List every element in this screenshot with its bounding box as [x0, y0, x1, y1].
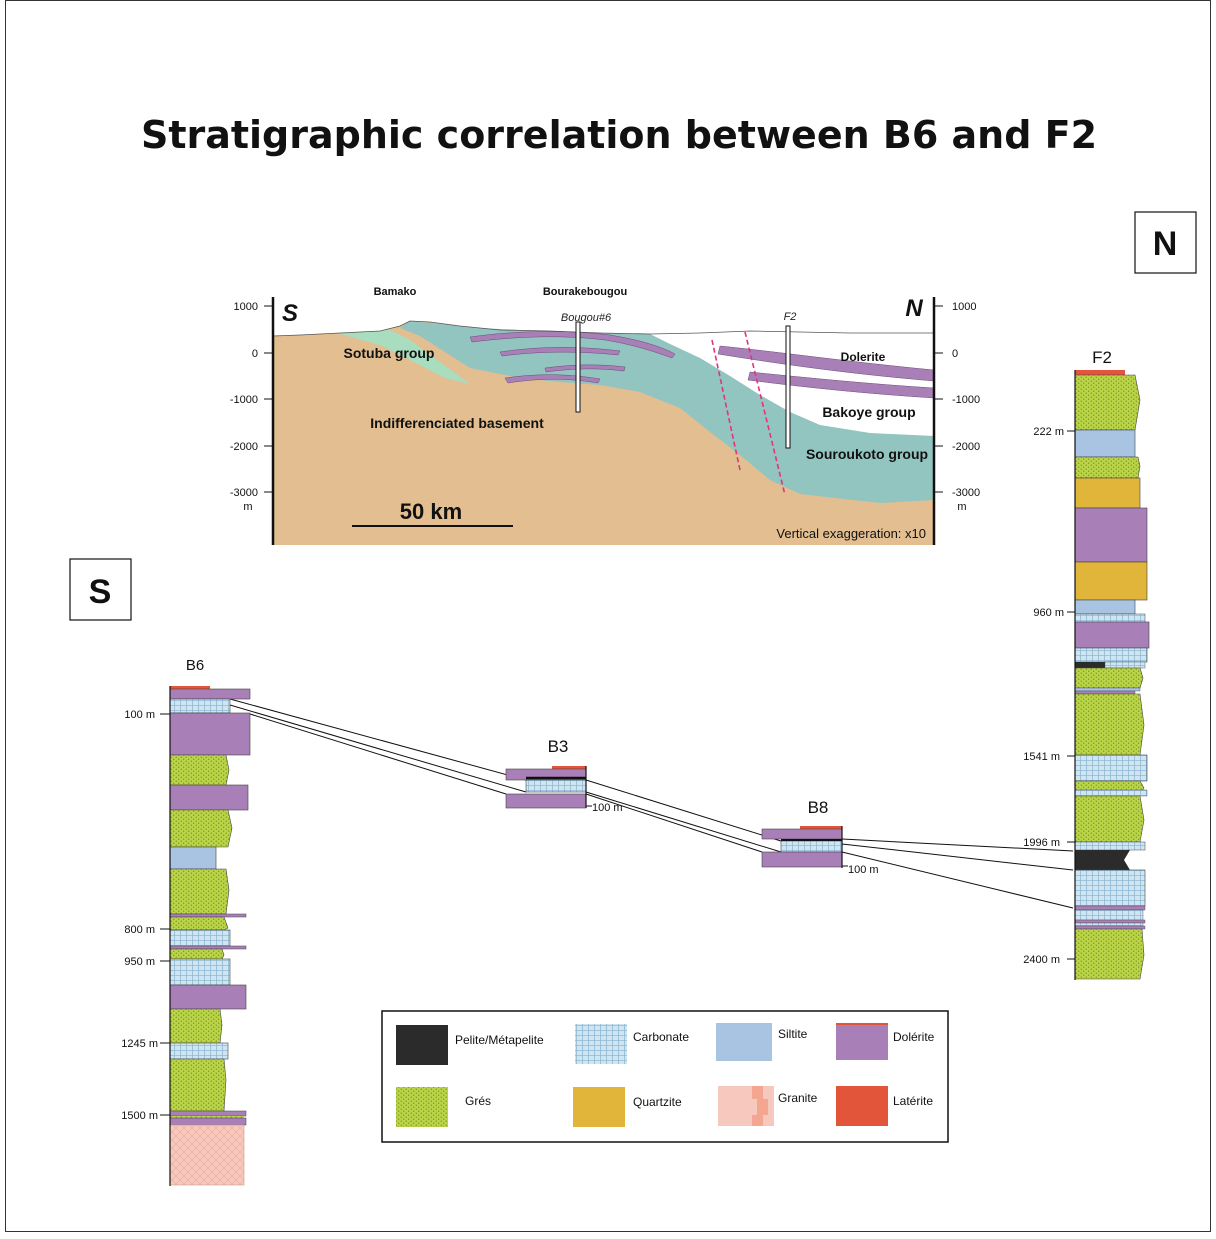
- correlation-lines: [229, 698, 1074, 909]
- f2-depth-label: 222 m: [1033, 426, 1064, 438]
- legend-label: Quartzite: [633, 1095, 682, 1109]
- legend-swatch-pelite: [396, 1025, 448, 1065]
- legend-swatch-gres: [396, 1087, 448, 1127]
- legend-label: Grés: [465, 1094, 491, 1108]
- b3-depth-label: 100 m: [592, 802, 623, 814]
- f2-depth-label: 1541 m: [1023, 751, 1060, 763]
- unit-sotuba: Sotuba group: [344, 345, 435, 361]
- north-label: N: [1153, 225, 1178, 263]
- unit-souroukoto: Souroukoto group: [806, 446, 928, 462]
- well-b8: B8 100 m: [761, 798, 879, 876]
- f2-section-well: [785, 325, 791, 449]
- depth-tick-right: 1000: [952, 301, 976, 313]
- depth-tick-right: -3000: [952, 487, 980, 499]
- well-b6-name: B6: [186, 657, 204, 674]
- legend-swatch-granite: [718, 1086, 774, 1126]
- b8-depth-label: 100 m: [848, 864, 879, 876]
- scale-label: 50 km: [400, 499, 462, 524]
- page-title: Stratigraphic correlation between B6 and…: [141, 113, 1097, 157]
- fault-line-1: [711, 339, 741, 471]
- legend-label: Pelite/Métapelite: [455, 1033, 544, 1047]
- place-f2: F2: [784, 311, 797, 323]
- legend-label: Dolérite: [893, 1030, 935, 1044]
- well-b3: B3 100 m: [505, 737, 623, 814]
- legend-label: Granite: [778, 1091, 818, 1105]
- well-b6: B6 100 m 800 m 950 m 12: [121, 657, 251, 1186]
- place-bougou6: Bougou#6: [561, 312, 612, 324]
- depth-tick-right: -2000: [952, 441, 980, 453]
- legend-label: Carbonate: [633, 1030, 689, 1044]
- legend-label: Latérite: [893, 1094, 933, 1108]
- depth-unit-right: m: [957, 501, 966, 513]
- b6-depth-label: 100 m: [124, 709, 155, 721]
- depth-tick-left: 1000: [234, 301, 258, 313]
- depth-tick-left: 0: [252, 348, 258, 360]
- section-right-label: N: [905, 295, 923, 322]
- depth-tick-left: -3000: [230, 487, 258, 499]
- place-bamako: Bamako: [374, 286, 417, 298]
- sotuba-body: [340, 330, 470, 384]
- well-b8-name: B8: [808, 798, 829, 817]
- b6-depth-label: 950 m: [124, 956, 155, 968]
- depth-tick-right: -1000: [952, 394, 980, 406]
- north-direction-box: N: [1134, 211, 1197, 274]
- well-b3-name: B3: [548, 737, 569, 756]
- b6-depth-label: 1500 m: [121, 1110, 158, 1122]
- f2-depth-label: 1996 m: [1023, 837, 1060, 849]
- fault-line-2: [744, 331, 786, 496]
- unit-bakoye: Bakoye group: [822, 404, 915, 420]
- legend-swatch-quartzite: [573, 1087, 625, 1127]
- section-left-label: S: [282, 300, 298, 327]
- f2-depth-label: 2400 m: [1023, 954, 1060, 966]
- b6-depth-label: 800 m: [124, 924, 155, 936]
- legend-swatch-carbonate: [575, 1024, 627, 1064]
- figure-frame: [5, 0, 1211, 1232]
- legend-swatch-dolerite: [836, 1023, 888, 1060]
- f2-depth-label: 960 m: [1033, 607, 1064, 619]
- cross-section: 1000 0 -1000 -2000 -3000 m 1000 0 -1000 …: [230, 286, 980, 545]
- south-label: S: [89, 573, 112, 611]
- legend-swatch-laterite: [836, 1086, 888, 1126]
- well-f2: F2 222 m 960 m: [1023, 348, 1150, 980]
- legend: Pelite/Métapelite Carbonate Siltite Dolé…: [381, 1010, 949, 1143]
- depth-tick-right: 0: [952, 348, 958, 360]
- unit-basement: Indifferenciated basement: [370, 415, 544, 431]
- south-direction-box: S: [69, 558, 132, 621]
- depth-tick-left: -2000: [230, 441, 258, 453]
- b6-depth-label: 1245 m: [121, 1038, 158, 1050]
- legend-label: Siltite: [778, 1027, 808, 1041]
- unit-dolerite: Dolerite: [841, 350, 886, 364]
- well-f2-name: F2: [1092, 348, 1112, 367]
- legend-swatch-siltite: [716, 1023, 772, 1061]
- place-bourakebougou: Bourakebougou: [543, 286, 627, 298]
- bougou6-well: [575, 321, 581, 413]
- depth-tick-left: -1000: [230, 394, 258, 406]
- depth-unit-left: m: [243, 501, 252, 513]
- vertical-exaggeration: Vertical exaggeration: x10: [776, 526, 926, 541]
